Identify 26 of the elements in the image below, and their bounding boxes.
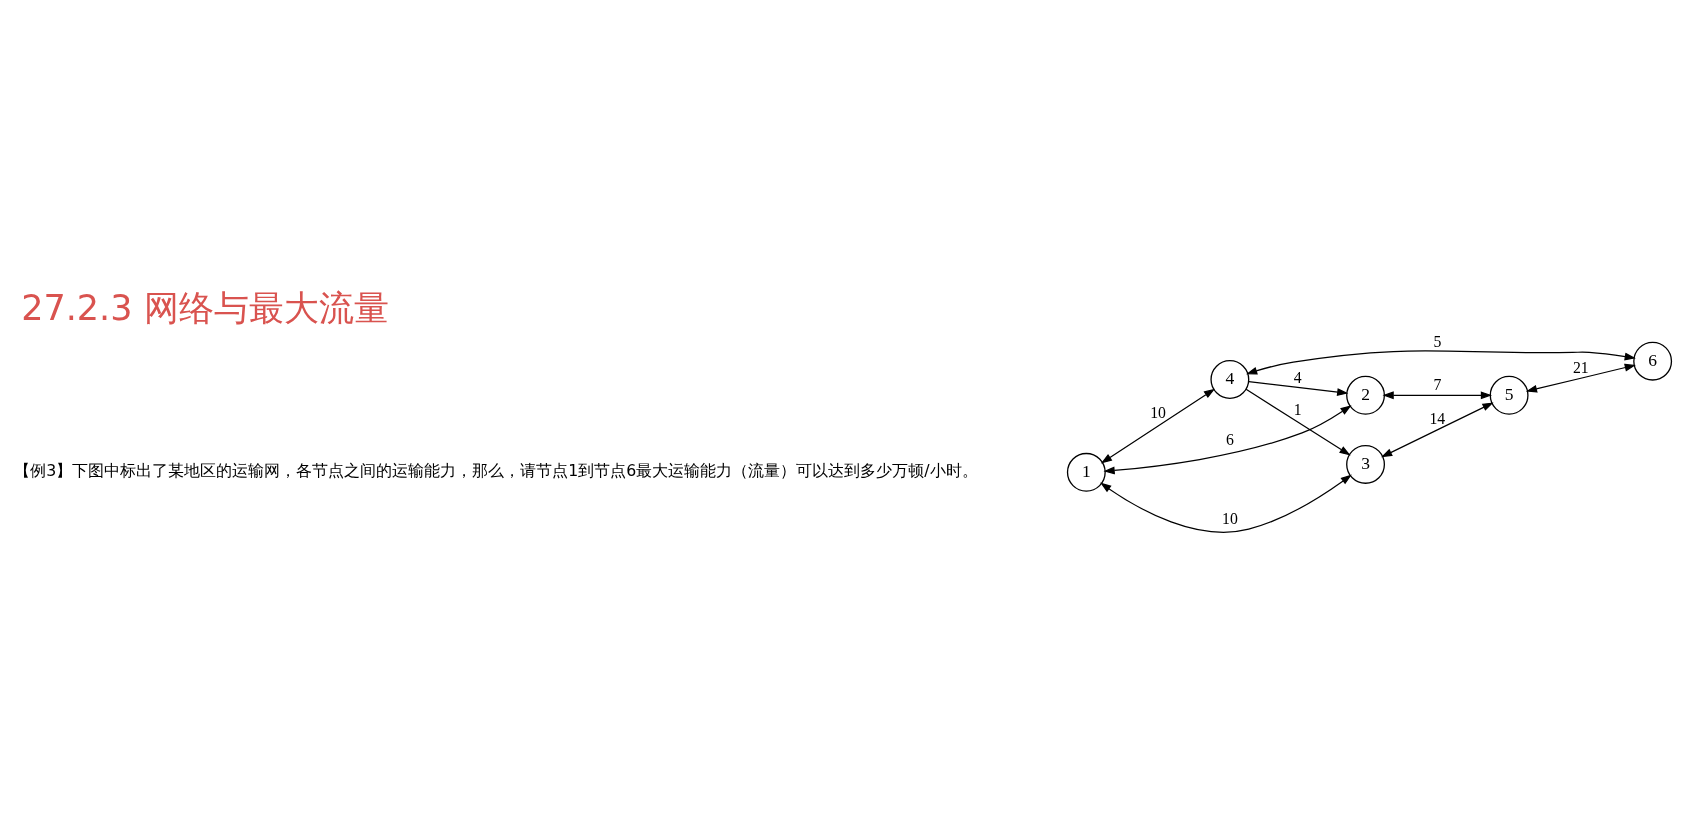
edge-label: 14 (1429, 409, 1446, 427)
edge-label: 7 (1433, 375, 1442, 393)
node-circle: 2 (1346, 375, 1386, 415)
arrow (1525, 363, 1636, 393)
node-circle: 3 (1346, 444, 1386, 484)
arrow (1245, 388, 1351, 456)
edge-label: 1 (1293, 400, 1302, 418)
node-circle: 5 (1489, 375, 1529, 415)
arrow (1248, 380, 1349, 396)
edge-label: 6 (1225, 430, 1234, 448)
label: 【例3】下图中标出了某地区的运输网，各节点之间的运输能力，那么，请节点1到节点6最大运输能力（流量）可以达到多少万顿/小时。 (14, 460, 978, 480)
edge-label: 4 (1293, 368, 1302, 386)
arrow (1103, 404, 1352, 474)
arrow (1381, 401, 1494, 457)
edge-label: 21 (1573, 358, 1589, 376)
edge-label: 5 (1433, 332, 1442, 350)
diagram-title: 27.2.3 网络与最大流量 (21, 287, 389, 328)
node-circle: 1 (1066, 452, 1106, 492)
edge-label: 10 (1150, 403, 1166, 421)
edge-label: 10 (1222, 509, 1238, 527)
arrow (1100, 474, 1352, 533)
arrow (1382, 390, 1493, 399)
arrow (1246, 349, 1636, 375)
arrow (1100, 388, 1216, 463)
node-circle: 6 (1633, 341, 1673, 381)
node-circle: 4 (1210, 359, 1250, 399)
